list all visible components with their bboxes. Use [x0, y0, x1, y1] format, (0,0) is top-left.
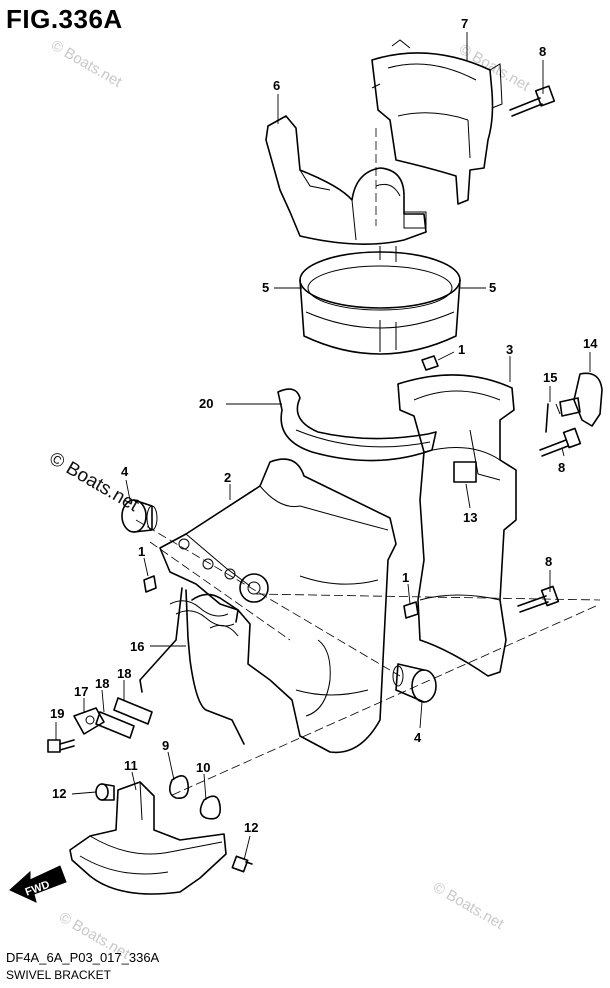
part-5-bushing-pair: [299, 246, 461, 355]
part-1-grease-nipple-top: [421, 355, 439, 371]
part-11-tilt-support: [69, 781, 227, 895]
part-19-screw: [47, 739, 75, 753]
callout-19: 19: [50, 706, 64, 721]
callout-1: 1: [458, 342, 465, 357]
callout-8: 8: [558, 460, 565, 475]
callout-4: 4: [414, 730, 422, 745]
callout-17: 17: [74, 684, 88, 699]
callout-5: 5: [262, 280, 269, 295]
part-8-bolt-top: [509, 85, 556, 117]
callout-1: 1: [138, 544, 145, 559]
part-3-swivel-case: [397, 374, 517, 677]
part-4-flange-bushing-right: [392, 663, 437, 703]
part-2-clamp-bracket: [159, 458, 397, 754]
part-12-screw-left: [95, 783, 115, 801]
callout-13: 13: [463, 510, 477, 525]
callout-2: 2: [224, 470, 231, 485]
callout-18: 18: [117, 666, 131, 681]
leader-lines: [55, 32, 591, 861]
callout-15: 15: [543, 370, 557, 385]
part-9-clip: [168, 775, 190, 800]
callout-8: 8: [539, 44, 546, 59]
part-18-spacer-upper: [113, 697, 153, 725]
watermark-center: © Boats.net: [46, 448, 143, 516]
watermark-top-left: © Boats.net: [48, 37, 125, 91]
callout-5: 5: [489, 280, 496, 295]
callout-11: 11: [124, 758, 138, 773]
forward-direction-arrow: FWD: [9, 865, 67, 903]
watermark-top-right: © Boats.net: [456, 41, 533, 95]
figure-code: DF4A_6A_P03_017_336A: [6, 950, 160, 965]
figure-title: FIG.336A: [6, 4, 123, 34]
callout-3: 3: [506, 342, 513, 357]
part-14-knob: [555, 372, 603, 427]
watermark-bottom-right: © Boats.net: [430, 879, 507, 933]
callout-8: 8: [545, 554, 552, 569]
part-10-clip: [199, 795, 222, 820]
part-6-steering-bracket: [265, 115, 427, 245]
figure-name: SWIVEL BRACKET: [6, 968, 111, 982]
part-7-upper-bracket: [371, 39, 503, 205]
callout-20: 20: [199, 396, 213, 411]
callout-12: 12: [244, 820, 258, 835]
part-15-pin: [545, 403, 549, 433]
part-4-flange-bushing-left: [121, 499, 158, 533]
part-17-plate: [73, 707, 105, 735]
callout-16: 16: [130, 639, 144, 654]
callout-4: 4: [121, 464, 129, 479]
callout-9: 9: [162, 738, 169, 753]
part-1-grease-nipple-right: [403, 601, 419, 619]
part-20-half-bushing: [277, 388, 437, 462]
alignment-lines: [135, 128, 601, 797]
part-16-tilt-lever: [139, 587, 245, 745]
part-8-bolt-mid: [539, 427, 582, 457]
callout-18: 18: [95, 676, 109, 691]
part-12-screw-right: [231, 855, 253, 873]
part-1-grease-nipple-left: [143, 575, 157, 593]
callout-14: 14: [583, 336, 598, 351]
callout-7: 7: [461, 16, 468, 31]
callout-10: 10: [196, 760, 210, 775]
part-18-spacer-lower: [95, 711, 135, 739]
callout-12: 12: [52, 786, 66, 801]
callout-6: 6: [273, 78, 280, 93]
callout-1: 1: [402, 570, 409, 585]
part-8-bolt-lower: [517, 585, 560, 613]
